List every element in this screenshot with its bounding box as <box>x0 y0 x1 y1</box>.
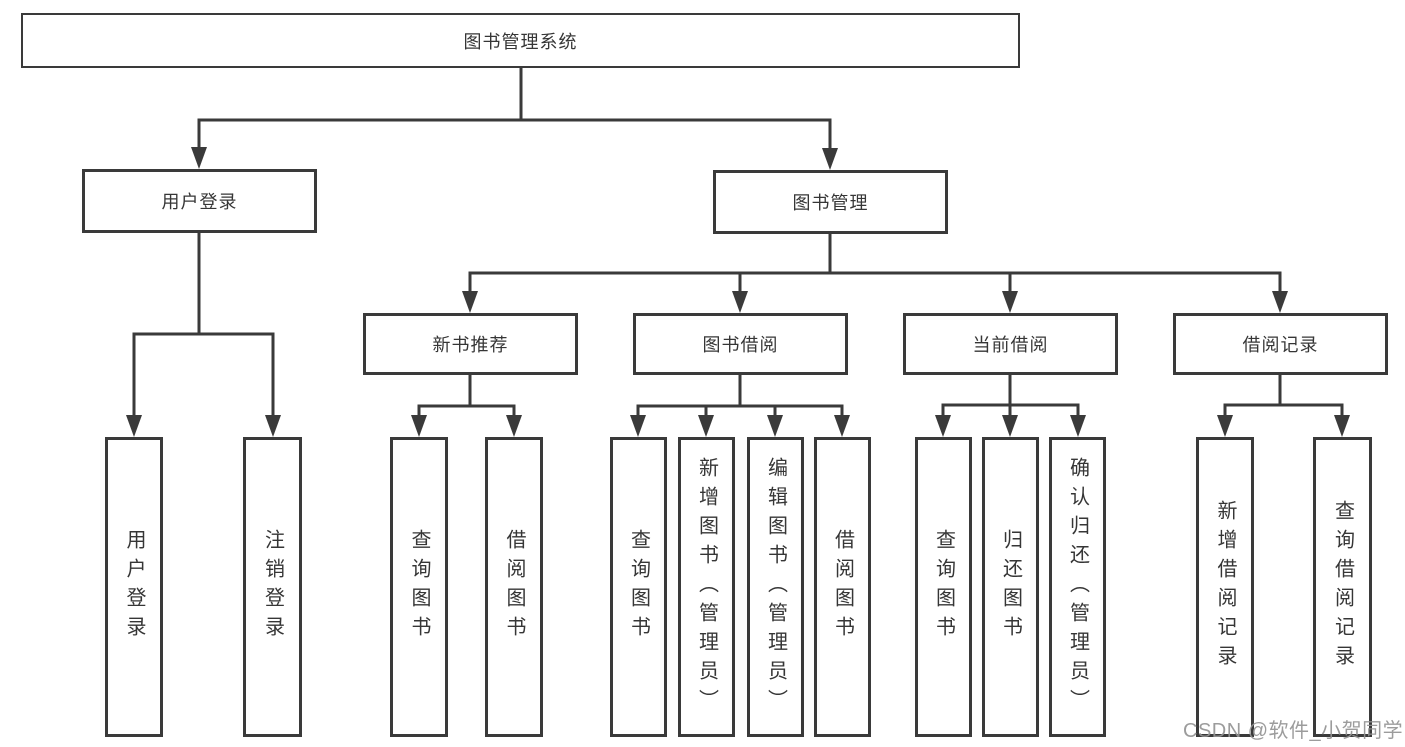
leaf-return-book: 归还图书 <box>982 437 1039 737</box>
connector-login-to-leaves <box>126 231 281 437</box>
connector-recommend-to-leaves <box>411 373 522 437</box>
leaf-query-books-recommend: 查询图书 <box>390 437 448 737</box>
leaf-user-login: 用户登录 <box>105 437 163 737</box>
leaf-add-book-admin: 新增图书（管理员） <box>678 437 735 737</box>
arrowhead <box>1217 415 1233 437</box>
leaf-query-books-borrowing: 查询图书 <box>610 437 667 737</box>
node-user-login: 用户登录 <box>82 169 317 233</box>
arrowhead <box>1070 415 1086 437</box>
watermark: CSDN @软件_小贺同学 <box>1183 720 1404 742</box>
arrowhead <box>630 415 646 437</box>
leaf-add-borrow-record: 新增借阅记录 <box>1196 437 1254 737</box>
arrowhead <box>191 147 207 169</box>
node-book-management: 图书管理 <box>713 170 948 234</box>
arrowhead <box>462 291 478 313</box>
leaf-query-borrow-record: 查询借阅记录 <box>1313 437 1372 737</box>
arrowhead <box>1334 415 1350 437</box>
arrowhead <box>1002 415 1018 437</box>
connector-root-to-level1 <box>191 66 838 170</box>
arrowhead <box>935 415 951 437</box>
arrowhead <box>411 415 427 437</box>
arrowhead <box>1002 291 1018 313</box>
node-current-borrowing: 当前借阅 <box>903 313 1118 375</box>
arrowhead <box>834 415 850 437</box>
leaf-borrow-books-borrowing: 借阅图书 <box>814 437 871 737</box>
leaf-borrow-books-recommend: 借阅图书 <box>485 437 543 737</box>
leaf-confirm-return-admin: 确认归还（管理员） <box>1049 437 1106 737</box>
node-book-borrowing: 图书借阅 <box>633 313 848 375</box>
leaf-query-books-current: 查询图书 <box>915 437 972 737</box>
connector-mgmt-to-level2 <box>462 232 1288 313</box>
node-system-root: 图书管理系统 <box>21 13 1020 68</box>
arrowhead <box>1272 291 1288 313</box>
connector-borrowing-to-leaves <box>630 373 850 437</box>
arrowhead <box>732 291 748 313</box>
arrowhead <box>822 148 838 170</box>
arrowhead <box>767 415 783 437</box>
leaf-edit-book-admin: 编辑图书（管理员） <box>747 437 804 737</box>
node-borrowing-records: 借阅记录 <box>1173 313 1388 375</box>
node-new-book-recommendation: 新书推荐 <box>363 313 578 375</box>
arrowhead <box>698 415 714 437</box>
leaf-logout: 注销登录 <box>243 437 302 737</box>
arrowhead <box>506 415 522 437</box>
arrowhead <box>126 415 142 437</box>
connector-records-to-leaves <box>1217 373 1350 437</box>
connector-current-to-leaves <box>935 373 1086 437</box>
arrowhead <box>265 415 281 437</box>
